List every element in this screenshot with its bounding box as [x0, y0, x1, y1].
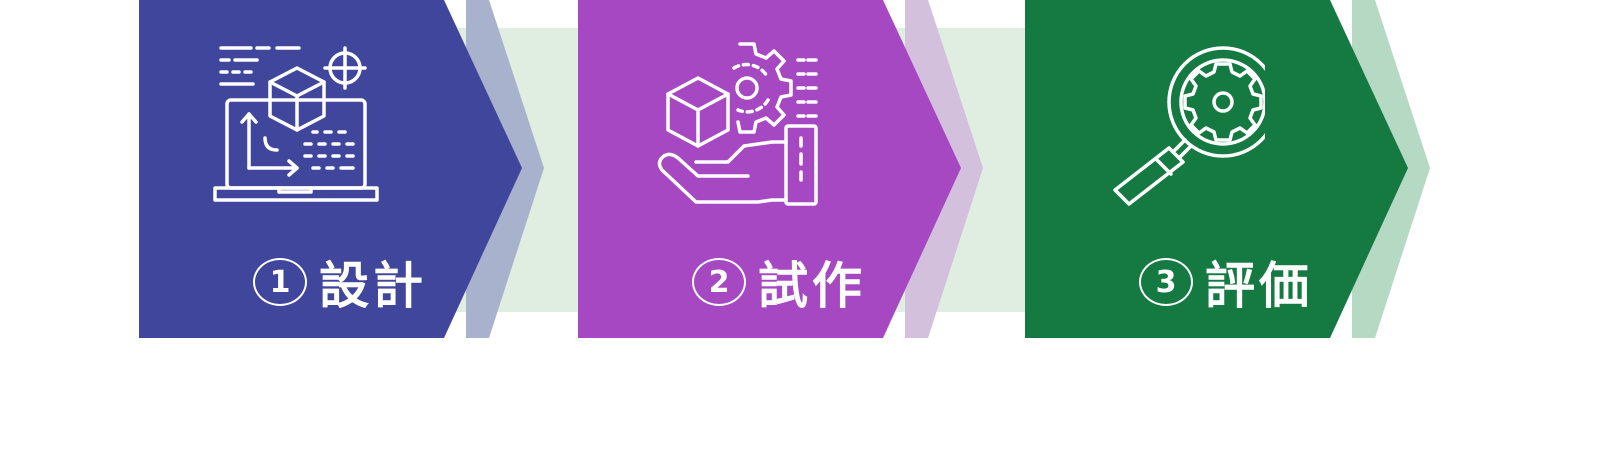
step-prototype: 2 試作	[578, 0, 988, 338]
laptop-design-icon	[213, 46, 379, 202]
step-label: 1 設計	[195, 250, 485, 315]
step-number-badge: 3	[1139, 258, 1193, 306]
magnifier-gear-icon	[1113, 46, 1265, 206]
step-title: 設計	[319, 257, 427, 315]
step-evaluation: 3 評価	[1025, 0, 1435, 338]
step-number-badge: 2	[692, 258, 746, 306]
step-number-badge: 1	[253, 258, 307, 306]
step-arrow-shape	[578, 0, 983, 338]
step-arrow-shape	[1025, 0, 1430, 338]
step-label: 3 評価	[1081, 250, 1371, 315]
step-title: 評価	[1205, 257, 1313, 315]
step-design: 1 設計	[139, 0, 549, 338]
hand-box-gear-icon	[657, 42, 818, 206]
step-title: 試作	[758, 257, 866, 315]
step-label: 2 試作	[634, 250, 924, 315]
